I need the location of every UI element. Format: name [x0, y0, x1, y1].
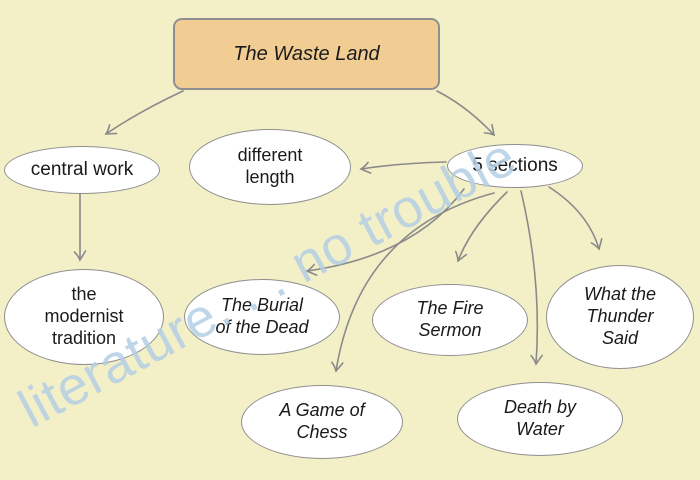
edge-wasteland-fivesections [436, 90, 496, 137]
node-the-fire-sermon: The Fire Sermon [372, 284, 528, 356]
node-different-length: different length [189, 129, 351, 205]
node-the-waste-land: The Waste Land [173, 18, 440, 90]
node-five-sections: 5 sections [447, 144, 583, 188]
node-burial-of-the-dead: The Burial of the Dead [184, 279, 340, 355]
node-label: Death by Water [503, 397, 577, 439]
edge-fivesections-thundersaid [548, 186, 603, 251]
node-death-by-water: Death by Water [457, 382, 623, 456]
node-label: The Burial of the Dead [215, 295, 309, 337]
edge-fivesections-gameofchess [331, 192, 495, 373]
node-label: The Fire Sermon [416, 298, 484, 340]
node-a-game-of-chess: A Game of Chess [241, 385, 403, 459]
node-label: The Waste Land [233, 42, 380, 65]
node-central-work: central work [4, 146, 160, 194]
node-label: A Game of Chess [279, 400, 365, 442]
node-label: different length [237, 145, 303, 187]
edge-fivesections-differentlength [359, 161, 447, 174]
node-what-the-thunder-said: What the Thunder Said [546, 265, 694, 369]
node-label: 5 sections [472, 155, 558, 177]
node-label: central work [30, 159, 134, 181]
node-modernist-tradition: the modernist tradition [4, 269, 164, 365]
edge-fivesections-burial [305, 188, 465, 276]
edge-fivesections-firesermon [454, 191, 508, 263]
edge-fivesections-deathbywater [520, 190, 543, 366]
edge-wasteland-centralwork [104, 90, 184, 135]
node-label: What the Thunder Said [583, 284, 657, 348]
node-label: the modernist tradition [44, 284, 124, 348]
